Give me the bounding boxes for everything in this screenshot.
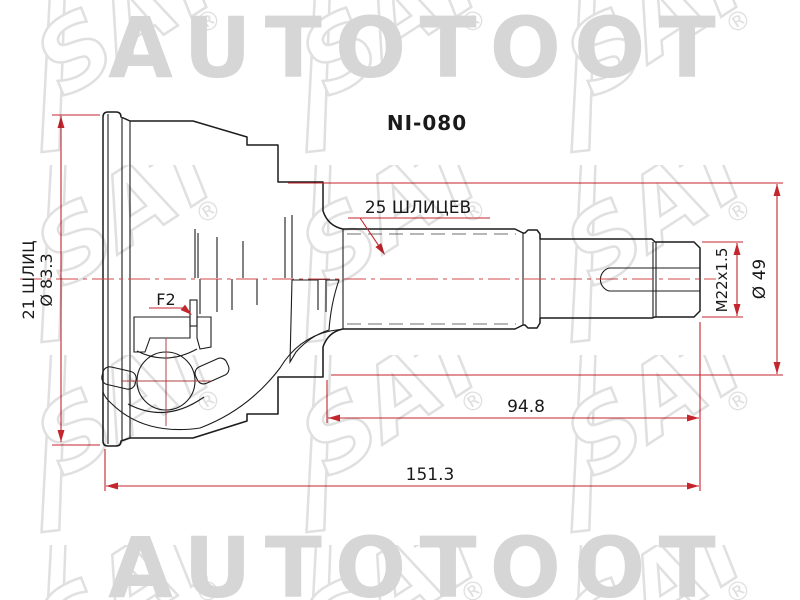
brand-watermark-top: AUTOTOOT: [108, 0, 729, 97]
brand-watermark-bottom: AUTOTOOT: [108, 519, 729, 600]
